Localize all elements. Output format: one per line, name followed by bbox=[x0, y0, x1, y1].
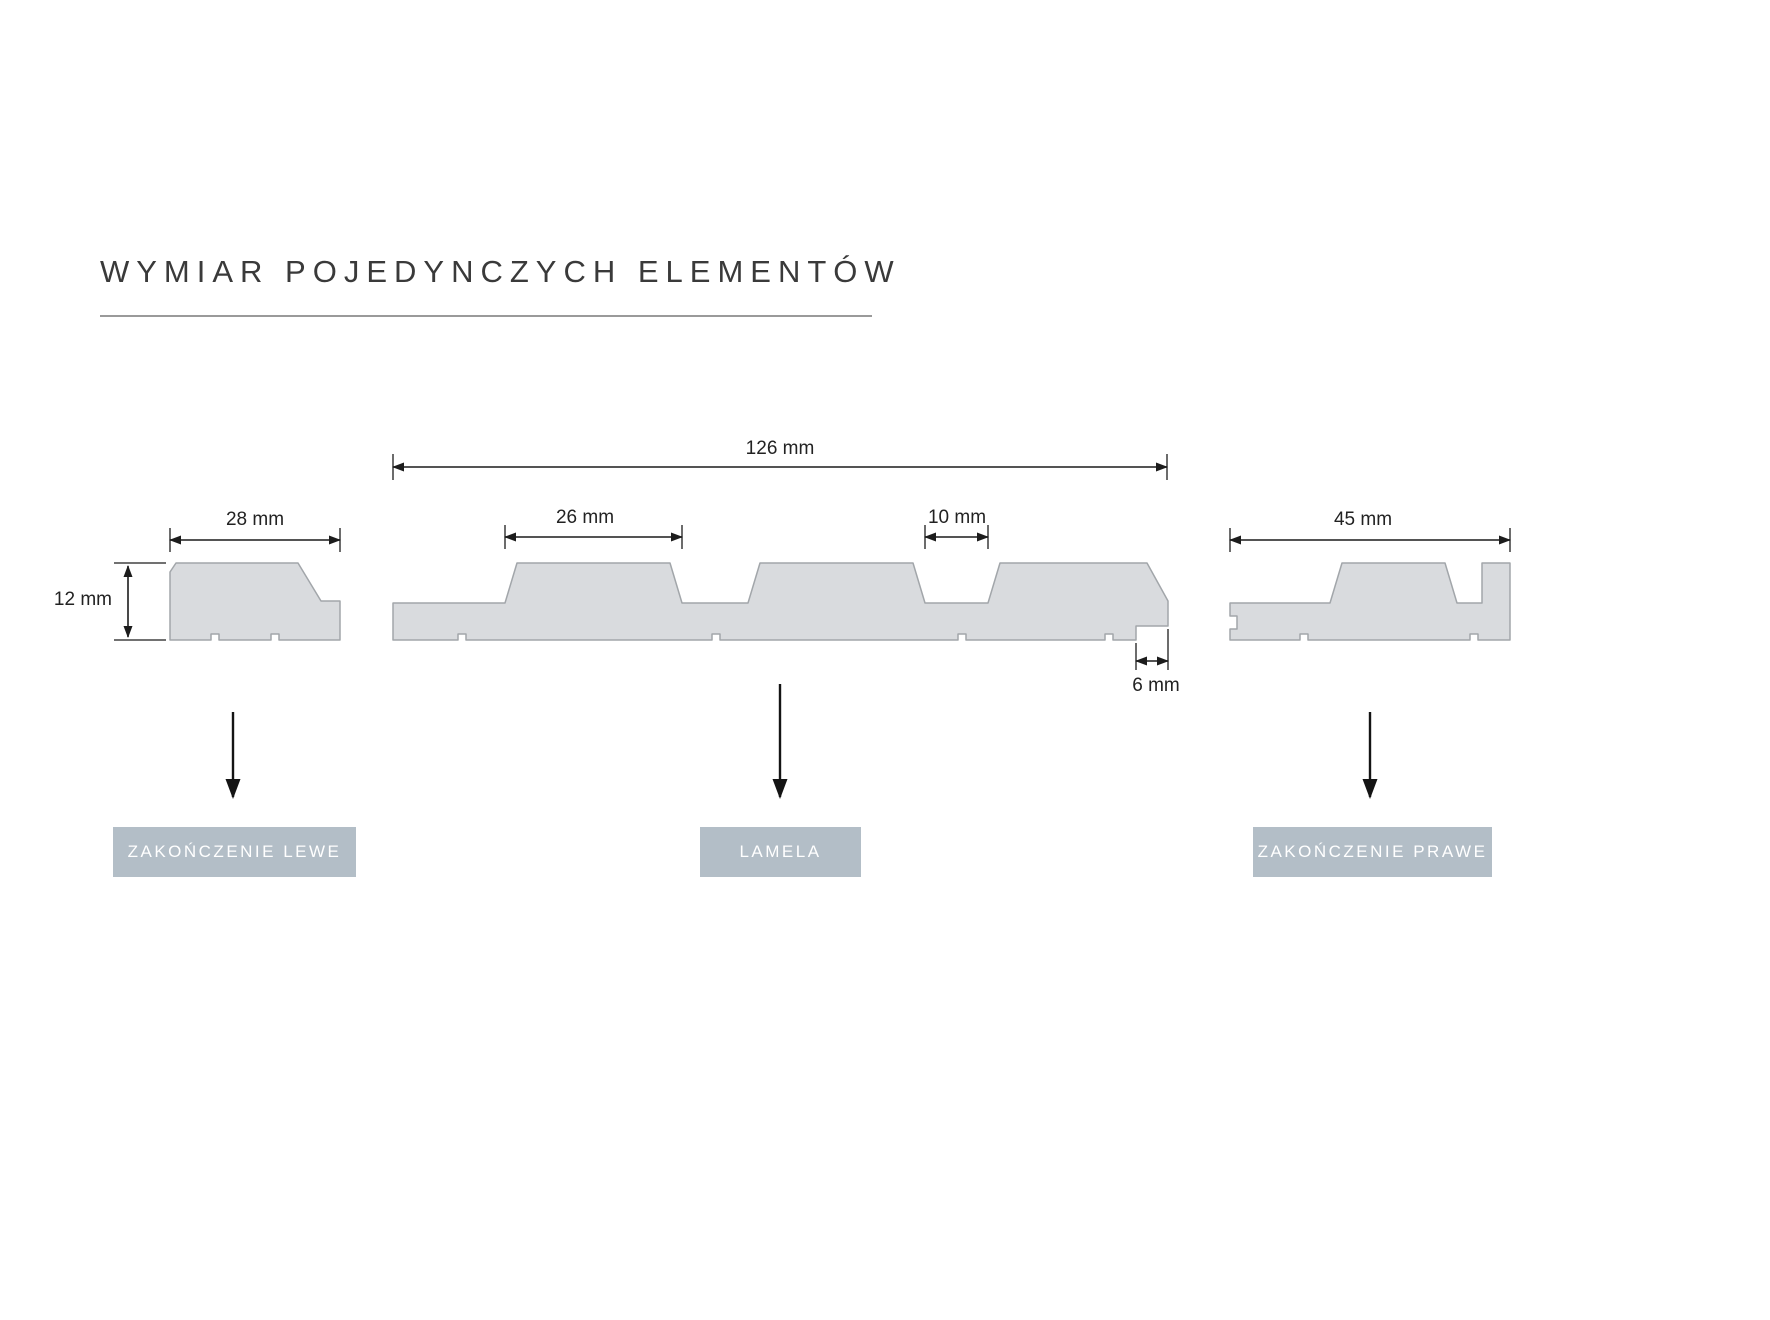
dim-tongue-line bbox=[1135, 629, 1169, 670]
profile-lamela bbox=[392, 562, 1169, 641]
page-title: WYMIAR POJEDYNCZYCH ELEMENTÓW bbox=[100, 254, 901, 289]
profile-left-end bbox=[169, 562, 341, 641]
label-left-end: ZAKOŃCZENIE LEWE bbox=[113, 827, 356, 877]
title-divider bbox=[100, 315, 872, 317]
dim-total-width-line bbox=[392, 454, 1168, 480]
dim-tongue-label: 6 mm bbox=[1132, 675, 1180, 696]
dim-thickness-line bbox=[114, 562, 166, 641]
dim-thickness-label: 12 mm bbox=[53, 589, 112, 610]
dim-right-end-line bbox=[1229, 528, 1511, 552]
dim-left-end-line bbox=[169, 528, 341, 552]
dim-slat-line bbox=[504, 525, 683, 549]
dim-groove-label: 10 mm bbox=[927, 507, 987, 528]
dim-left-end-label: 28 mm bbox=[225, 509, 285, 530]
label-right-end: ZAKOŃCZENIE PRAWE bbox=[1253, 827, 1492, 877]
profile-right-end bbox=[1229, 562, 1511, 641]
dim-groove-line bbox=[924, 525, 989, 549]
dim-right-end-label: 45 mm bbox=[1333, 509, 1393, 530]
dim-slat-label: 26 mm bbox=[555, 507, 615, 528]
dim-total-width-label: 126 mm bbox=[745, 438, 815, 459]
label-lamela: LAMELA bbox=[700, 827, 861, 877]
